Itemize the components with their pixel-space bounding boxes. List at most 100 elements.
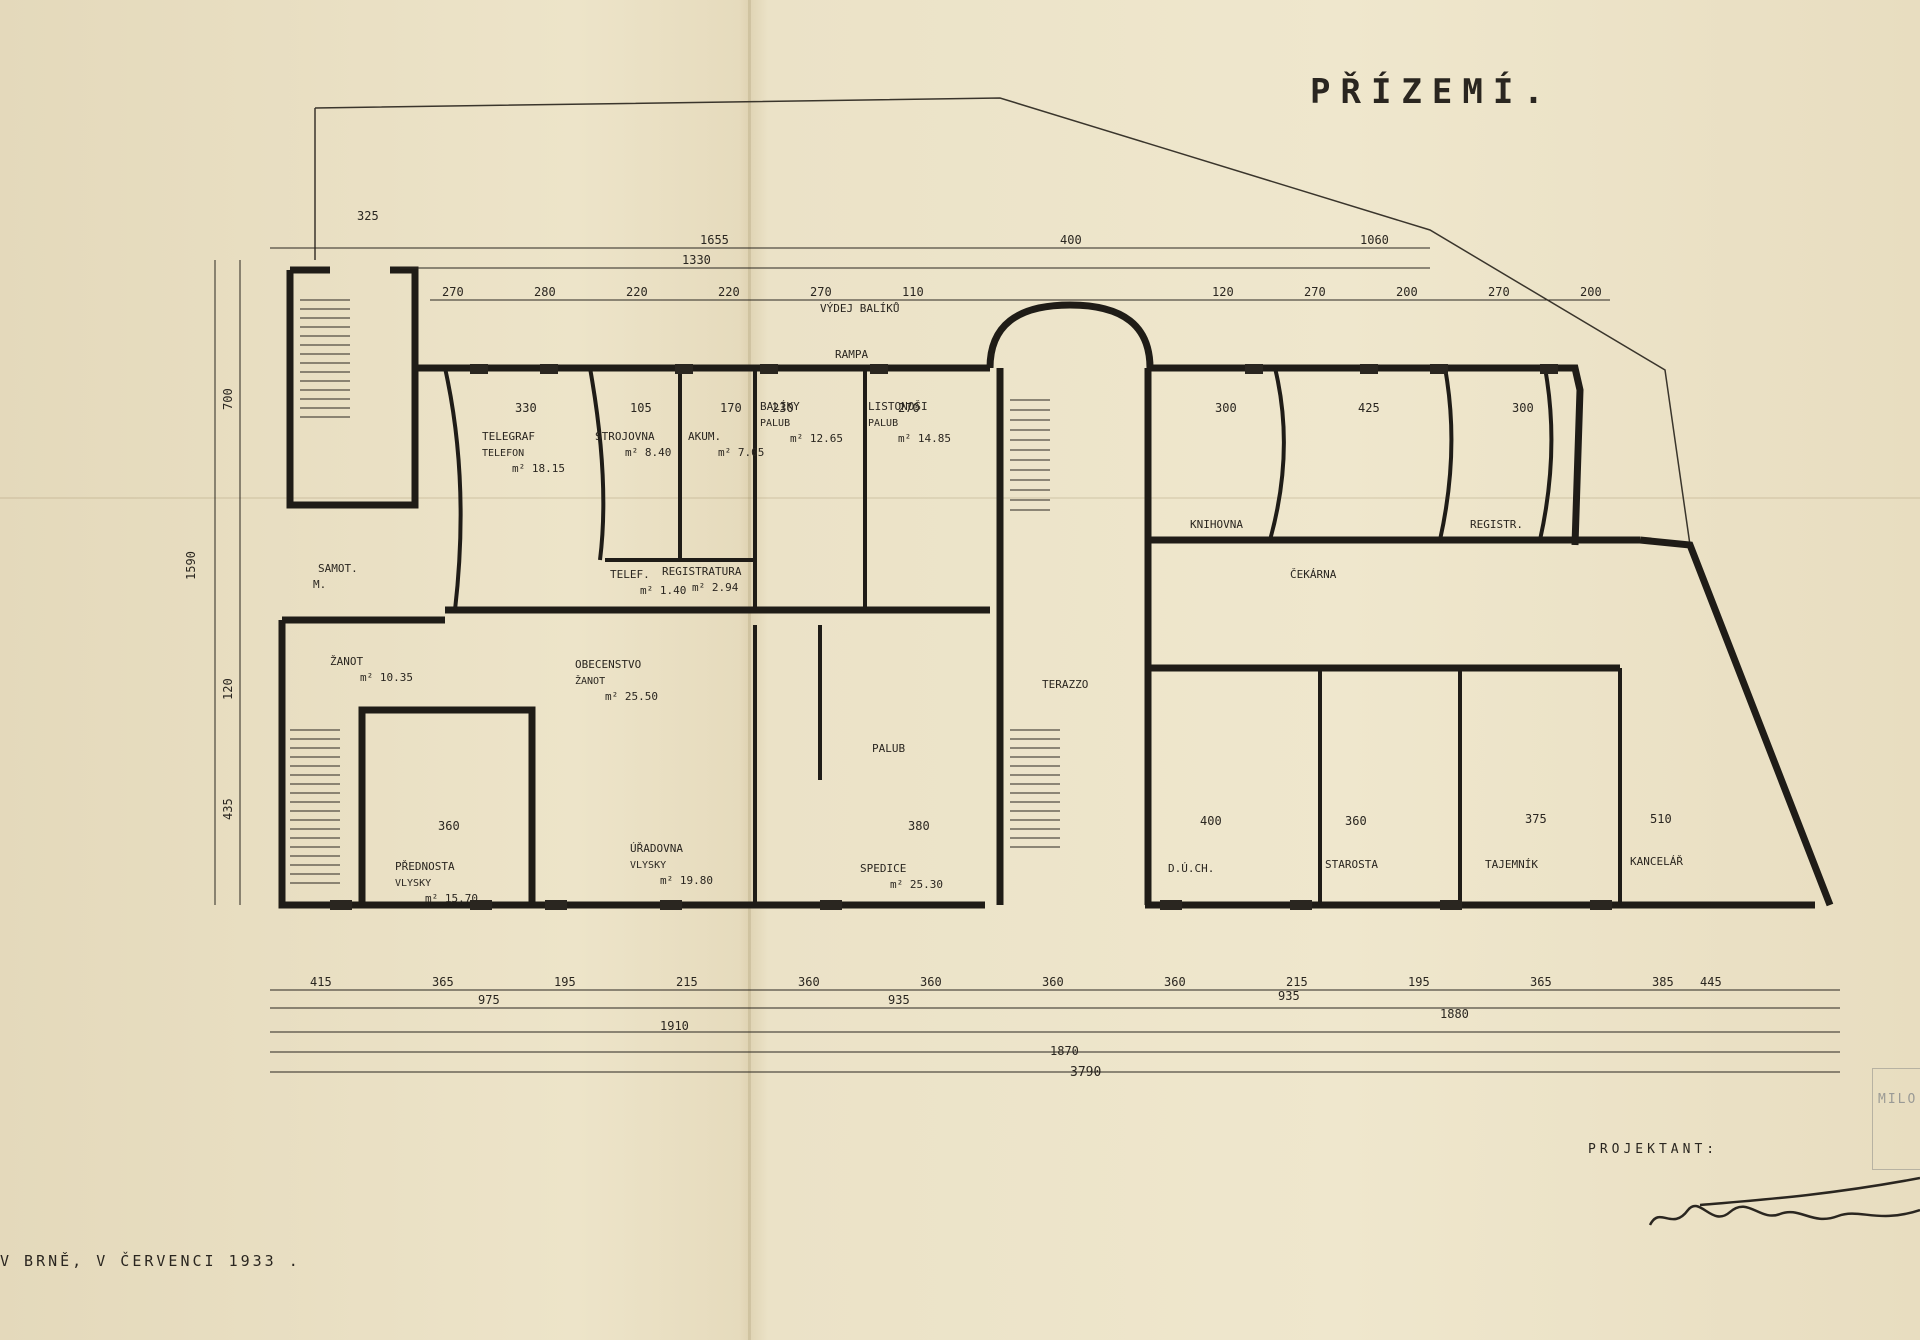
room-area: m² 8.40: [625, 446, 671, 459]
room-name: SAMOT.: [318, 562, 358, 575]
window-mark: [470, 900, 492, 910]
dimension-label: 360: [1345, 814, 1367, 828]
room-note: ŽANOT: [575, 674, 605, 687]
dimension-label: 270: [898, 401, 920, 415]
site-boundary: [314, 97, 1691, 546]
window-mark: [1245, 364, 1263, 374]
dimension-label: 270: [1488, 285, 1510, 299]
stamp-text: MILO: [1878, 1092, 1918, 1107]
room-area: m² 12.65: [790, 432, 843, 445]
signature: [1648, 1176, 1920, 1226]
window-mark: [470, 364, 488, 374]
dimension-label: 1060: [1360, 233, 1389, 247]
dimension-label: 120: [221, 678, 235, 700]
room-name: D.Ú.CH.: [1168, 862, 1214, 875]
dimension-label: 3790: [1070, 1065, 1101, 1080]
room-area: m² 15.70: [425, 892, 478, 905]
window-mark: [1590, 900, 1612, 910]
dimension-label: 170: [720, 401, 742, 415]
dimension-label: 935: [1278, 989, 1300, 1003]
room-name: VÝDEJ BALÍKŮ: [820, 302, 899, 315]
room-area: m² 25.50: [605, 690, 658, 703]
room-name: RAMPA: [835, 348, 868, 361]
dimension-label: 200: [1580, 285, 1602, 299]
room-name: TELEGRAF: [482, 430, 535, 443]
dimension-label: 360: [438, 819, 460, 833]
room-area: m² 25.30: [890, 878, 943, 891]
room-area: m² 18.15: [512, 462, 565, 475]
stairs: [290, 299, 1060, 884]
paper-fold-vertical: [748, 0, 751, 1340]
window-mark: [660, 900, 682, 910]
room-name: OBECENSTVO: [575, 658, 641, 671]
dimension-label: 270: [442, 285, 464, 299]
dimension-label: 270: [1304, 285, 1326, 299]
room-name: ŽANOT: [330, 655, 363, 668]
dimension-label: 360: [1042, 975, 1064, 989]
room-name: KANCELÁŘ: [1630, 855, 1683, 868]
dimension-label: 195: [1408, 975, 1430, 989]
room-name: ČEKÁRNA: [1290, 568, 1337, 581]
window-mark: [760, 364, 778, 374]
dimension-label: 435: [221, 798, 235, 820]
dimension-label: 375: [1525, 812, 1547, 826]
dimension-label: 385: [1652, 975, 1674, 989]
dimension-label: 105: [630, 401, 652, 415]
stamp-box: [1872, 1068, 1920, 1170]
dimension-label: 220: [626, 285, 648, 299]
dimension-label: 330: [515, 401, 537, 415]
dimension-label: 195: [554, 975, 576, 989]
dimension-label: 270: [810, 285, 832, 299]
dimension-label: 230: [772, 401, 794, 415]
dimension-label: 400: [1200, 814, 1222, 828]
dimension-label: 380: [908, 819, 930, 833]
window-mark: [870, 364, 888, 374]
dimension-label: 400: [1060, 233, 1082, 247]
room-name: KNIHOVNA: [1190, 518, 1243, 531]
dimension-label: 120: [1212, 285, 1234, 299]
room-note: VLYSKY: [630, 860, 666, 871]
room-note: PALUB: [760, 418, 790, 429]
dimension-label: 215: [676, 975, 698, 989]
window-mark: [330, 900, 352, 910]
dimension-label: 360: [1164, 975, 1186, 989]
room-name: PŘEDNOSTA: [395, 860, 455, 873]
room-name: REGISTRATURA: [662, 565, 742, 578]
dimension-label: 935: [888, 993, 910, 1007]
dimension-label: 110: [902, 285, 924, 299]
dimension-label: 360: [798, 975, 820, 989]
room-name: REGISTR.: [1470, 518, 1523, 531]
window-mark: [1160, 900, 1182, 910]
dimension-label: 425: [1358, 401, 1380, 415]
window-mark: [1430, 364, 1448, 374]
dimension-label: 1870: [1050, 1044, 1079, 1058]
dimension-label: 365: [1530, 975, 1552, 989]
room-area: m² 14.85: [898, 432, 951, 445]
room-note: TELEFON: [482, 448, 524, 459]
designer-label: PROJEKTANT:: [1588, 1142, 1719, 1157]
room-area: m² 19.80: [660, 874, 713, 887]
dimension-label: 1910: [660, 1019, 689, 1033]
dimension-label: 1655: [700, 233, 729, 247]
room-name: STROJOVNA: [595, 430, 655, 443]
room-name: M.: [313, 578, 326, 591]
dimension-lines: [214, 247, 1840, 1073]
dimension-label: 220: [718, 285, 740, 299]
room-area: m² 1.40: [640, 584, 686, 597]
wall-outlines: [278, 266, 1834, 909]
room-area: m² 10.35: [360, 671, 413, 684]
dimension-label: 325: [357, 209, 379, 223]
dimension-label: 300: [1215, 401, 1237, 415]
room-name: PALUB: [872, 742, 905, 755]
partition-walls: [443, 367, 1622, 905]
dimension-label: 1330: [682, 253, 711, 267]
dimension-label: 1880: [1440, 1007, 1469, 1021]
windows: [330, 364, 1612, 910]
window-mark: [1440, 900, 1462, 910]
room-name: ÚŘADOVNA: [630, 842, 683, 855]
dimension-label: 975: [478, 993, 500, 1007]
